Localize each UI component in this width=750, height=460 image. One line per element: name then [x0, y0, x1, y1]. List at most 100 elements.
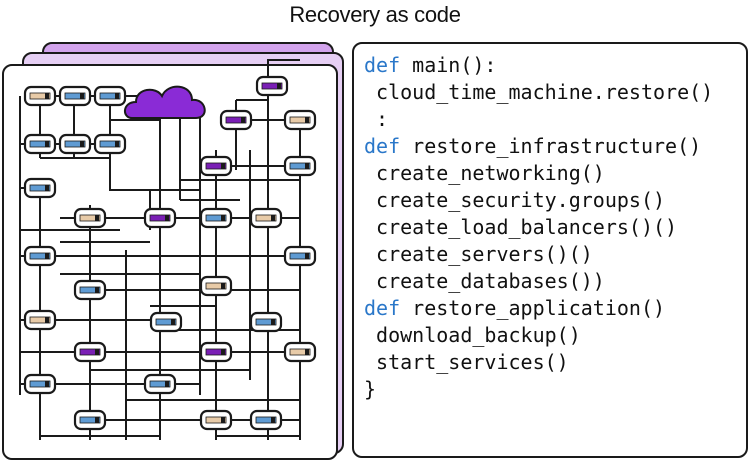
- server-icon: [73, 279, 107, 301]
- server-led: [95, 417, 99, 423]
- server-slot: [289, 162, 311, 170]
- server-led: [165, 381, 169, 387]
- server-icon: [199, 275, 233, 297]
- server-led: [221, 215, 225, 221]
- server-led: [165, 215, 169, 221]
- server-icon: [58, 133, 92, 155]
- server-slot: [79, 286, 101, 294]
- server-led: [45, 185, 49, 191]
- server-led: [271, 215, 275, 221]
- server-slot: [205, 162, 227, 170]
- code-line: def restore_application(): [364, 295, 665, 322]
- server-slot: [64, 92, 86, 100]
- code-line: create_databases()): [364, 268, 605, 295]
- server-led: [277, 83, 281, 89]
- code-text: restore_application(): [400, 296, 666, 320]
- server-icon: [23, 245, 57, 267]
- code-keyword: def: [364, 134, 401, 158]
- server-icon: [143, 373, 177, 395]
- server-led: [221, 417, 225, 423]
- server-icon: [23, 309, 57, 331]
- server-slot: [29, 140, 51, 148]
- code-text: create_load_balancers()(): [364, 215, 678, 239]
- server-led: [305, 117, 309, 123]
- server-icon: [283, 109, 317, 131]
- server-slot: [149, 380, 171, 388]
- code-line: download_backup(): [364, 322, 581, 349]
- server-icon: [283, 341, 317, 363]
- server-slot: [29, 252, 51, 260]
- code-text: main():: [400, 53, 497, 77]
- server-slot: [289, 252, 311, 260]
- server-led: [305, 349, 309, 355]
- code-text: create_security.groups(): [364, 188, 666, 212]
- server-icon: [73, 409, 107, 431]
- server-led: [45, 381, 49, 387]
- server-led: [221, 283, 225, 289]
- code-line: }: [364, 376, 376, 403]
- server-icon: [249, 207, 283, 229]
- server-slot: [99, 140, 121, 148]
- server-led: [221, 163, 225, 169]
- server-icon: [73, 207, 107, 229]
- server-icon: [283, 155, 317, 177]
- server-icon: [249, 311, 283, 333]
- code-line: cloud_time_machine.restore(): [364, 79, 713, 106]
- code-text: download_backup(): [364, 323, 581, 347]
- code-text: }: [364, 377, 377, 401]
- code-line: def main():: [364, 52, 496, 79]
- server-slot: [261, 82, 283, 90]
- code-text: cloud_time_machine.restore(): [364, 80, 714, 104]
- code-text: :: [364, 107, 389, 131]
- server-slot: [99, 92, 121, 100]
- server-icon: [249, 409, 283, 431]
- code-keyword: def: [364, 53, 401, 77]
- server-slot: [225, 116, 247, 124]
- server-icon: [93, 85, 127, 107]
- server-led: [271, 417, 275, 423]
- server-led: [45, 93, 49, 99]
- server-led: [80, 93, 84, 99]
- code-panel: def main(): cloud_time_machine.restore()…: [352, 42, 748, 458]
- server-icon: [23, 373, 57, 395]
- code-line: create_servers()(): [364, 241, 593, 268]
- code-line: def restore_infrastructure(): [364, 133, 701, 160]
- server-icon: [23, 133, 57, 155]
- server-led: [95, 349, 99, 355]
- server-led: [305, 163, 309, 169]
- server-slot: [205, 282, 227, 290]
- server-led: [80, 141, 84, 147]
- server-led: [45, 253, 49, 259]
- server-icon: [23, 85, 57, 107]
- server-led: [45, 141, 49, 147]
- code-line: :: [364, 106, 388, 133]
- server-slot: [29, 316, 51, 324]
- server-led: [115, 141, 119, 147]
- code-line: create_security.groups(): [364, 187, 665, 214]
- server-slot: [155, 318, 177, 326]
- server-led: [95, 287, 99, 293]
- server-led: [171, 319, 175, 325]
- server-icon: [255, 75, 289, 97]
- diagram-title: Recovery as code: [289, 2, 461, 27]
- server-led: [305, 253, 309, 259]
- cloud-shape: [124, 85, 206, 119]
- code-text: create_networking(): [364, 161, 605, 185]
- code-line: create_load_balancers()(): [364, 214, 677, 241]
- server-slot: [29, 184, 51, 192]
- server-slot: [255, 416, 277, 424]
- server-slot: [255, 214, 277, 222]
- server-slot: [29, 380, 51, 388]
- server-icon: [93, 133, 127, 155]
- server-led: [241, 117, 245, 123]
- server-slot: [79, 348, 101, 356]
- server-icon: [199, 207, 233, 229]
- server-slot: [289, 348, 311, 356]
- server-icon: [149, 311, 183, 333]
- server-icon: [23, 177, 57, 199]
- server-slot: [79, 214, 101, 222]
- server-icon: [219, 109, 253, 131]
- server-icon: [199, 341, 233, 363]
- server-slot: [289, 116, 311, 124]
